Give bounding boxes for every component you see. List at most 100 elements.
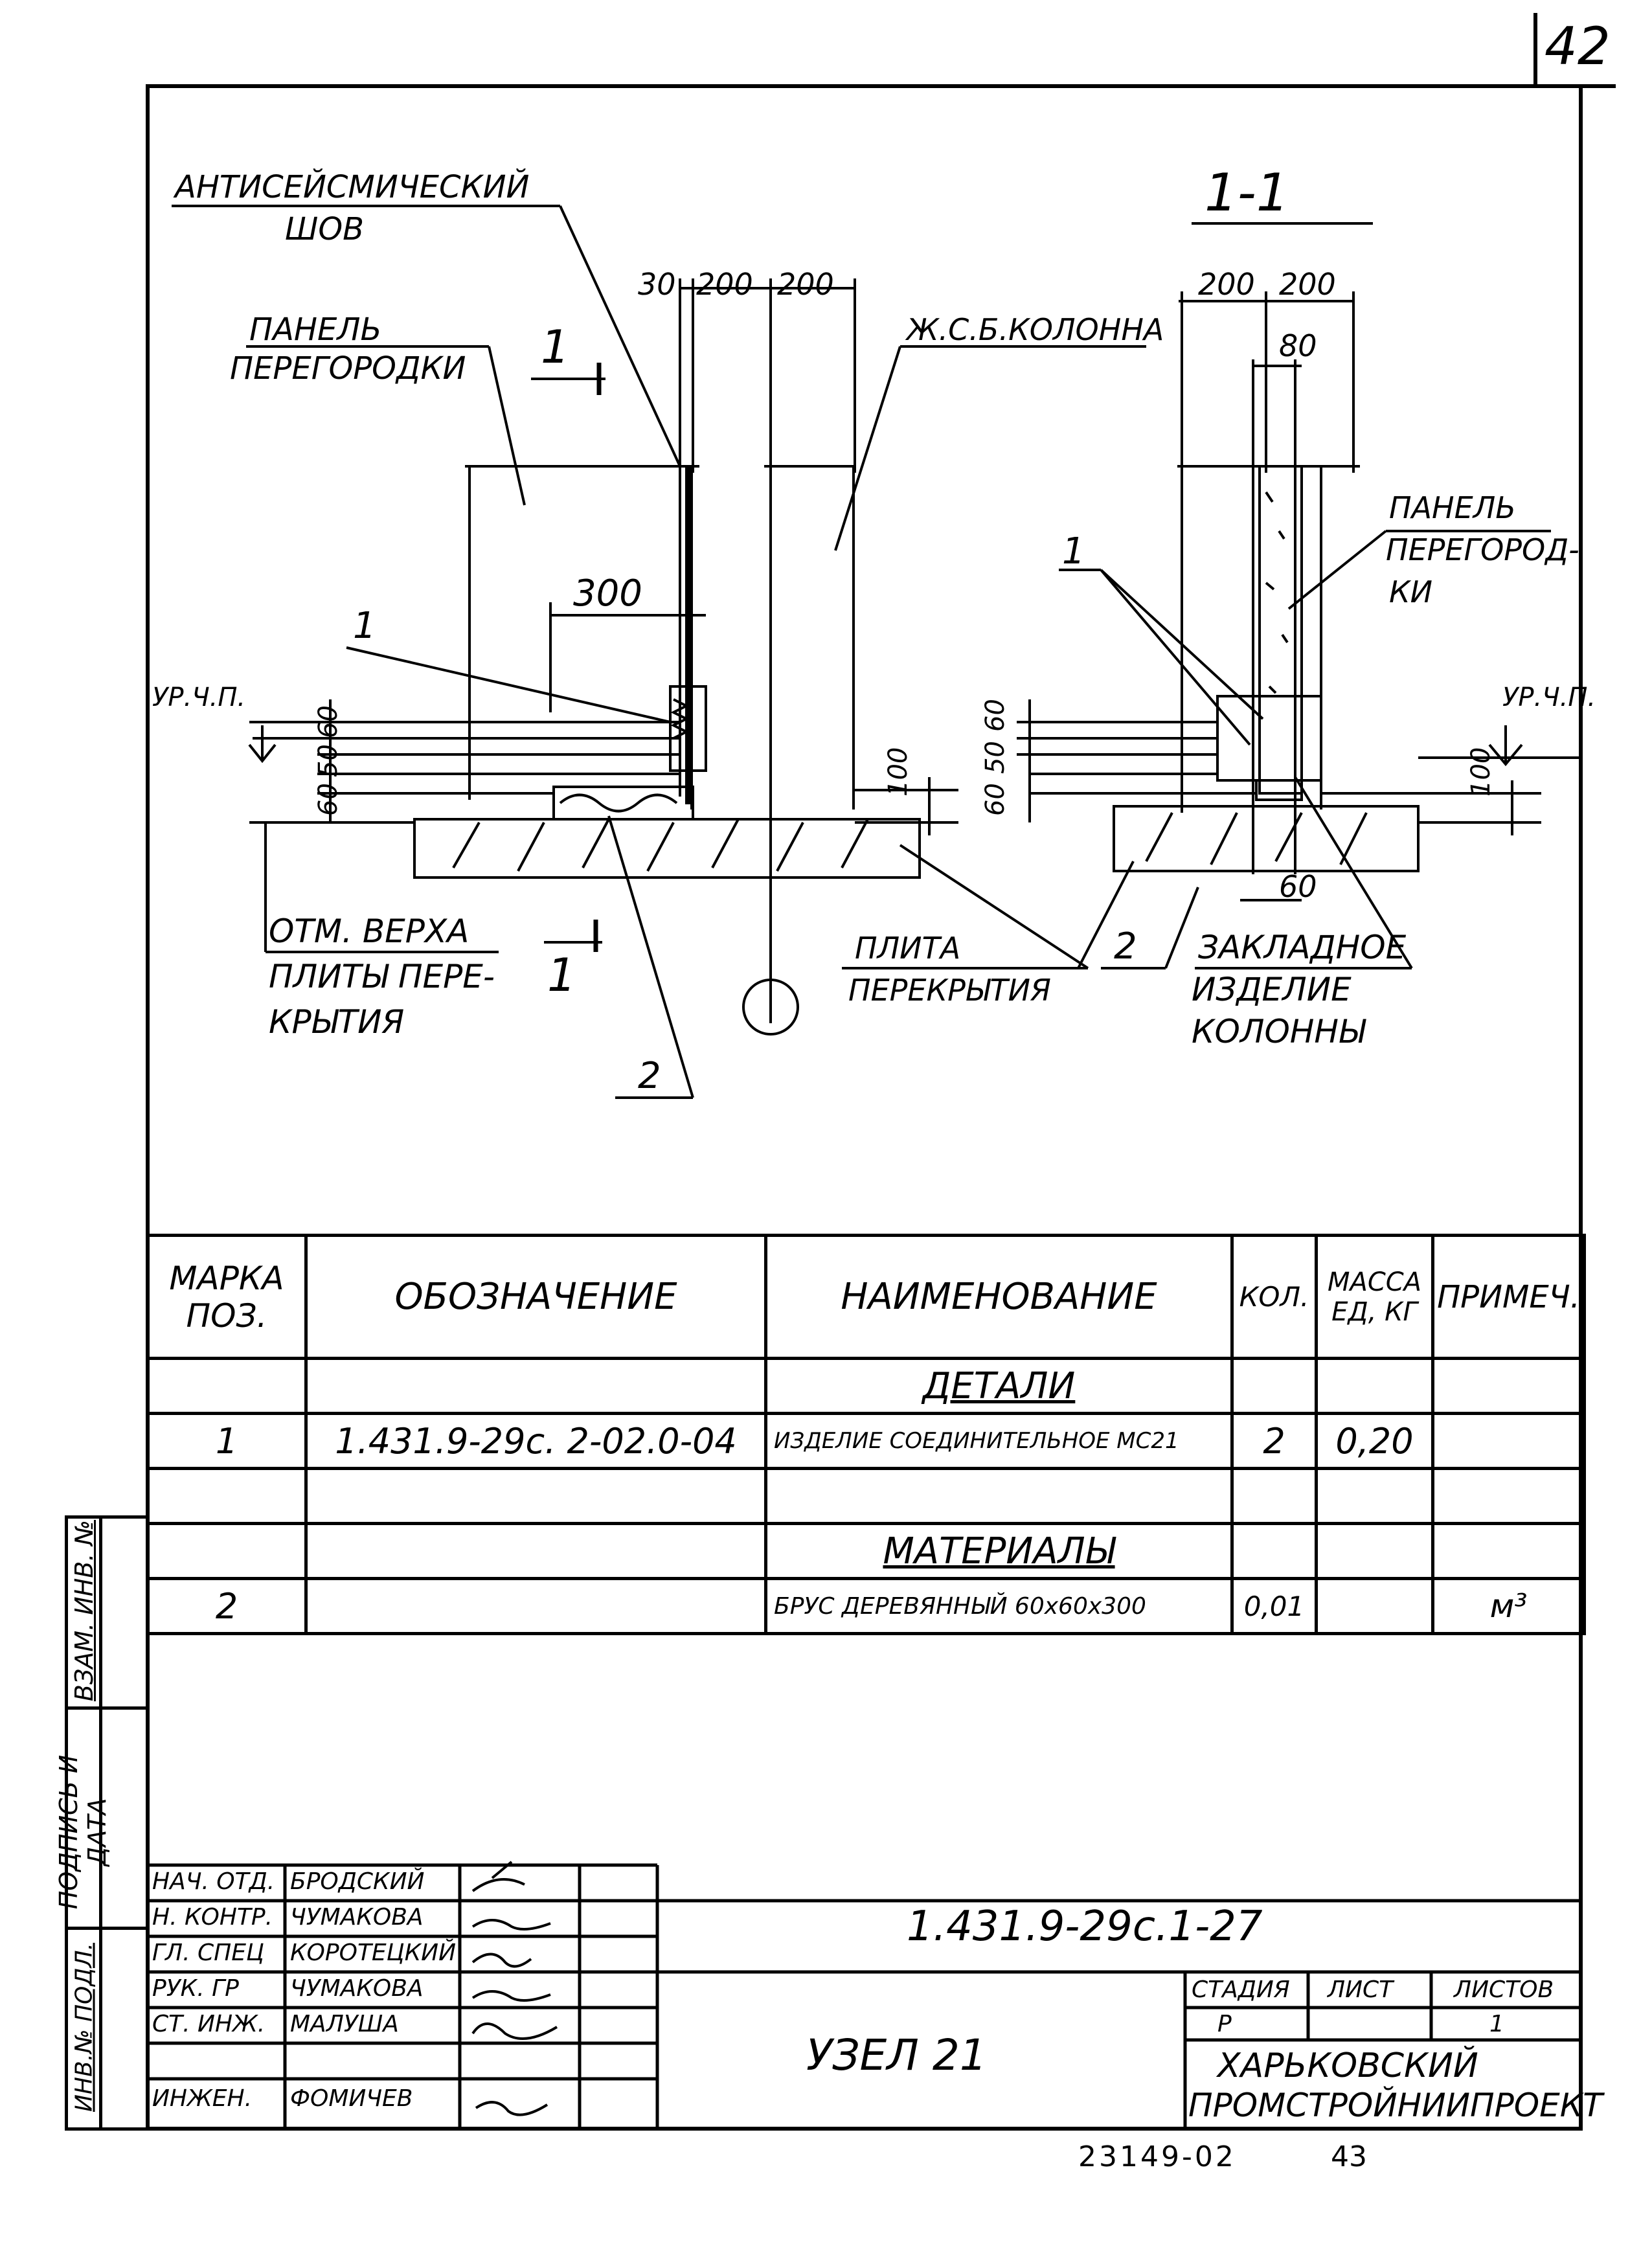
row1-mark: 1: [146, 1412, 308, 1470]
specification-table: МАРКА ПОЗ. ОБОЗНАЧЕНИЕ НАИМЕНОВАНИЕ КОЛ.…: [146, 1234, 1586, 1635]
header-qty: КОЛ.: [1230, 1234, 1318, 1360]
row2-mark: 2: [146, 1577, 308, 1635]
dim-80: 80: [1279, 328, 1317, 363]
section-details: ДЕТАЛИ: [764, 1357, 1234, 1415]
dim-50-b: 50: [980, 741, 1010, 774]
row1-mass: 0,20: [1315, 1412, 1434, 1470]
antiseismic-joint-label: АНТИСЕЙСМИЧЕСКИЙ: [173, 168, 529, 205]
title-person-name: ФОМИЧЕВ: [290, 2085, 413, 2112]
section-title: 1-1: [1205, 163, 1289, 223]
title-role: НАЧ. ОТД.: [152, 1868, 275, 1895]
partition-panel-right-label-2: ПЕРЕГОРОД-: [1386, 532, 1579, 567]
left-connector-mc21: [669, 685, 707, 772]
title-role: ГЛ. СПЕЦ: [152, 1940, 264, 1966]
row1-qty: 2: [1230, 1412, 1318, 1470]
row1-designation: 1.431.9-29с. 2-02.0-04: [304, 1412, 767, 1470]
title-role: СТ. ИНЖ.: [152, 2011, 266, 2037]
row2-note: м³: [1431, 1577, 1586, 1635]
position-2-left: 2: [638, 1055, 661, 1097]
partition-panel-left-label: ПАНЕЛЬ: [249, 311, 381, 348]
dim-30: 30: [638, 267, 676, 302]
title-person-name: КОРОТЕЦКИЙ: [290, 1940, 457, 1966]
position-1-right: 1: [1062, 530, 1085, 572]
partition-panel-right-label: ПАНЕЛЬ: [1389, 490, 1516, 525]
section-materials-row: МАТЕРИАЛЫ: [146, 1522, 1586, 1580]
dim-60-c: 60: [980, 699, 1010, 732]
floor-slab-label-2: ПЕРЕКРЫТИЯ: [848, 973, 1051, 1008]
dim-100-left: 100: [883, 747, 913, 797]
row2-name: БРУС ДЕРЕВЯННЫЙ 60х60х300: [764, 1577, 1234, 1635]
header-note: ПРИМЕЧ.: [1431, 1234, 1586, 1360]
header-designation: ОБОЗНАЧЕНИЕ: [304, 1234, 767, 1360]
footer-page: 43: [1331, 2140, 1367, 2173]
sheet-number: 42: [1545, 16, 1611, 76]
section-mark-bottom: 1: [547, 949, 576, 1002]
row2-qty: 0,01: [1230, 1577, 1318, 1635]
row1-note: [1431, 1412, 1586, 1470]
title-person-name: БРОДСКИЙ: [290, 1868, 425, 1895]
dim-60-a: 60: [313, 705, 343, 738]
floor-slab-label: ПЛИТА: [855, 931, 960, 966]
right-floor-slab: [1113, 805, 1420, 872]
slab-top-label: ОТМ. ВЕРХА: [269, 912, 469, 950]
partition-panel-right-label-3: КИ: [1389, 574, 1432, 609]
rc-column-label: Ж.С.Б.КОЛОННА: [905, 312, 1164, 347]
title-role: ИНЖЕН.: [152, 2085, 253, 2112]
row2-designation: [304, 1577, 767, 1635]
archive-number: 23149-02: [1078, 2140, 1236, 2173]
row1-name: ИЗДЕЛИЕ СОЕДИНИТЕЛЬНОЕ МС21: [764, 1412, 1234, 1470]
section-materials: МАТЕРИАЛЫ: [764, 1522, 1234, 1580]
sheets-label: ЛИСТОВ: [1454, 1976, 1554, 2003]
drawing-frame: [146, 84, 1583, 2131]
title-person-name: МАЛУША: [290, 2011, 399, 2037]
organization-line1: ХАРЬКОВСКИЙ: [1217, 2046, 1478, 2085]
position-1-left: 1: [353, 605, 376, 647]
signatures: [471, 1861, 558, 2116]
floor-level-left-label: УР.Ч.П.: [152, 683, 245, 712]
header-name: НАИМЕНОВАНИЕ: [764, 1234, 1234, 1360]
position-2-right: 2: [1114, 925, 1137, 968]
node-drawing: АНТИСЕЙСМИЧЕСКИЙ ШОВ ПАНЕЛЬ ПЕРЕГОРОДКИ …: [152, 163, 1596, 1099]
partition-panel-left-label-2: ПЕРЕГОРОДКИ: [230, 350, 466, 387]
slab-top-label-3: КРЫТИЯ: [269, 1003, 404, 1041]
title-person-name: ЧУМАКОВА: [290, 1975, 424, 2002]
dim-300: 300: [573, 572, 642, 615]
table-row: 1 1.431.9-29с. 2-02.0-04 ИЗДЕЛИЕ СОЕДИНИ…: [146, 1412, 1586, 1470]
dim-200-c: 200: [1198, 267, 1255, 302]
left-floor-slab: [413, 818, 921, 879]
sheets-value: 1: [1489, 2011, 1504, 2037]
title-role: Н. КОНТР.: [152, 1904, 273, 1931]
drawing-title: УЗЕЛ 21: [806, 2030, 987, 2080]
header-mark: МАРКА ПОЗ.: [146, 1234, 308, 1360]
floor-level-right-label: УР.Ч.П.: [1502, 683, 1596, 712]
organization-line2: ПРОМСТРОЙНИИПРОЕКТ: [1188, 2087, 1603, 2124]
dim-100-right: 100: [1466, 747, 1496, 797]
dim-60-bottom: 60: [1279, 869, 1317, 904]
dim-50: 50: [313, 744, 343, 777]
document-code: 1.431.9-29с.1-27: [907, 1903, 1263, 1951]
embedded-part-label-3: КОЛОННЫ: [1192, 1013, 1366, 1050]
axis-bubble: [742, 979, 799, 1036]
embedded-part-label-2: ИЗДЕЛИЕ: [1192, 971, 1352, 1008]
dim-200-b: 200: [777, 267, 834, 302]
sheet-number-divider: [1533, 13, 1537, 87]
title-role: РУК. ГР: [152, 1975, 239, 2002]
stage-value: Р: [1217, 2011, 1232, 2037]
header-mass: МАССА ЕД, КГ: [1315, 1234, 1434, 1360]
antiseismic-joint-label-2: ШОВ: [285, 211, 364, 247]
embedded-part-label: ЗАКЛАДНОЕ: [1198, 929, 1407, 966]
table-row: 2 БРУС ДЕРЕВЯННЫЙ 60х60х300 0,01 м³: [146, 1577, 1586, 1635]
empty-row: [146, 1467, 1586, 1525]
dim-60-d: 60: [980, 783, 1010, 816]
slab-top-label-2: ПЛИТЫ ПЕРЕ-: [269, 958, 495, 995]
side-stamp: [65, 1515, 146, 2131]
row2-mass: [1315, 1577, 1434, 1635]
title-person-name: ЧУМАКОВА: [290, 1904, 424, 1931]
stage-label: СТАДИЯ: [1192, 1976, 1290, 2003]
frame-top-extension: [1567, 84, 1616, 88]
dim-200-d: 200: [1279, 267, 1336, 302]
section-mark-top: 1: [541, 321, 570, 374]
section-details-row: ДЕТАЛИ: [146, 1357, 1586, 1415]
dim-200-a: 200: [696, 267, 753, 302]
